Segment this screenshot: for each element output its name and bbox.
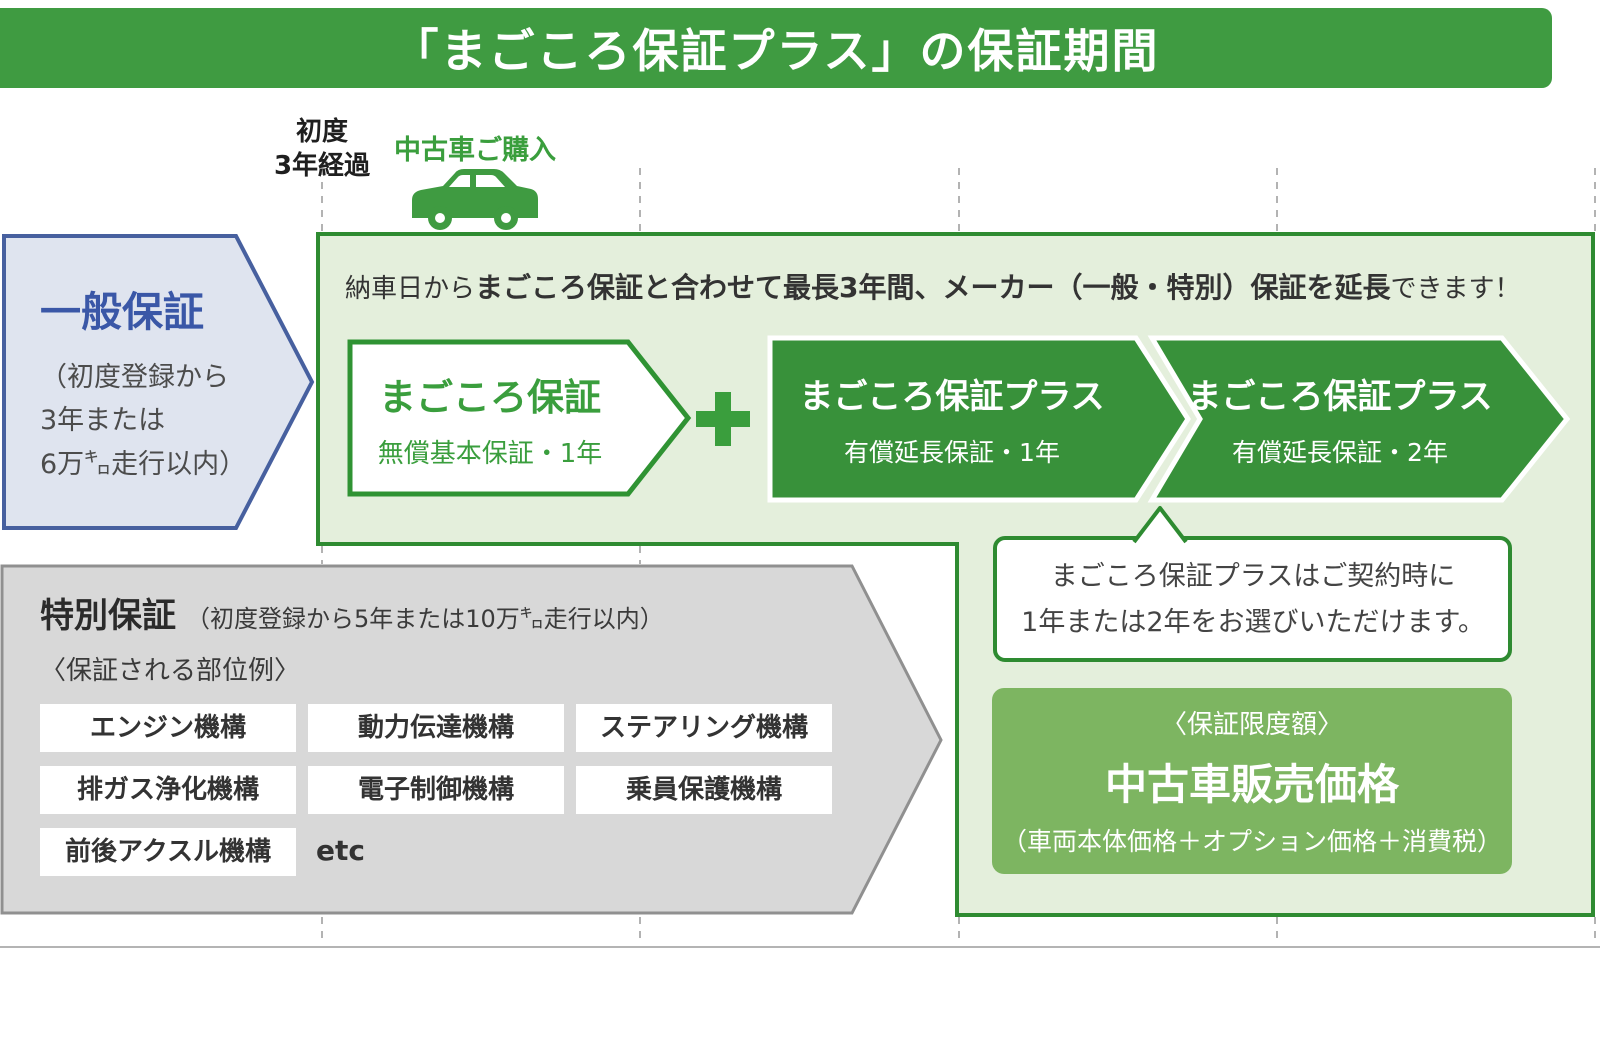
extension-banner-prefix: 納車日から — [345, 273, 476, 304]
plus-two-year-subtitle: 有償延長保証・2年 — [1232, 438, 1448, 467]
warranty-limit-label: 〈保証限度額〉 — [1160, 710, 1343, 740]
general-warranty-shape — [2, 234, 315, 530]
used-car-icon — [412, 169, 538, 230]
special-warranty-title: 特別保証 — [40, 596, 176, 636]
plus-one-year-arrow-shape — [767, 335, 1191, 503]
extension-banner-suffix: できます！ — [1390, 273, 1521, 304]
used-car-purchase-label: 中古車ご購入 — [394, 135, 556, 166]
warranty-limit-title: 中古車販売価格 — [1104, 760, 1399, 809]
callout-pointer-fill — [1134, 508, 1186, 542]
callout-note: まごころ保証プラスはご契約時に 1年または2年をお選びいただけます。 — [1021, 561, 1485, 638]
first-registration-marker: 初度 3年経過 — [273, 117, 371, 181]
part-box-steering: ステアリング機構 — [576, 704, 832, 752]
plus-two-year-block: まごころ保証プラス 有償延長保証・2年 — [1175, 338, 1505, 500]
plus-two-year-title: まごころ保証プラス — [1187, 377, 1493, 417]
plus-icon — [696, 392, 750, 446]
extension-banner-bold: まごころ保証と合わせて最長3年間、メーカー（一般・特別）保証を延長 — [475, 271, 1391, 304]
special-warranty-heading: 特別保証 （初度登録から5年または10万㌔走行以内） — [40, 588, 664, 637]
parts-etc-label: etc — [316, 834, 365, 867]
magokoro-warranty-subtitle: 無償基本保証・1年 — [377, 438, 603, 469]
limit-box-shape — [992, 688, 1512, 874]
magokoro-warranty-arrow-shape — [347, 339, 692, 497]
magokoro-warranty-title: まごころ保証 — [379, 375, 601, 419]
covered-parts-label: 〈保証される部位例〉 — [40, 656, 301, 686]
extension-banner: 納車日から まごころ保証と合わせて最長3年間、メーカー（一般・特別）保証を延長 … — [345, 266, 1580, 306]
warranty-limit-note: （車両本体価格＋オプション価格＋消費税） — [1001, 827, 1502, 856]
part-box-powertrain: 動力伝達機構 — [308, 704, 564, 752]
part-box-occupant: 乗員保護機構 — [576, 766, 832, 814]
part-box-electronic: 電子制御機構 — [308, 766, 564, 814]
callout-pointer — [1132, 506, 1188, 544]
special-warranty-condition: （初度登録から5年または10万㌔走行以内） — [186, 605, 664, 633]
plus-one-year-block: まごころ保証プラス 有償延長保証・1年 — [772, 338, 1132, 500]
page-title: 「まごころ保証プラス」の保証期間 — [0, 8, 1552, 88]
general-warranty-block: 一般保証 （初度登録から 3年または 6万㌔走行以内） — [4, 236, 254, 528]
plus-one-year-title: まごころ保証プラス — [799, 377, 1105, 417]
magokoro-warranty-block: まごころ保証 無償基本保証・1年 — [350, 342, 630, 494]
warranty-limit-block: 〈保証限度額〉 中古車販売価格 （車両本体価格＋オプション価格＋消費税） — [992, 688, 1512, 874]
callout-box-shape — [993, 536, 1512, 662]
part-box-engine: エンジン機構 — [40, 704, 296, 752]
part-box-exhaust: 排ガス浄化機構 — [40, 766, 296, 814]
general-warranty-title: 一般保証 — [40, 288, 204, 337]
general-warranty-desc: （初度登録から 3年または 6万㌔走行以内） — [40, 362, 247, 480]
plus-one-year-subtitle: 有償延長保証・1年 — [844, 438, 1060, 467]
part-box-axle: 前後アクスル機構 — [40, 828, 296, 876]
timeline-dashed-lines — [321, 168, 1596, 945]
plus-two-year-arrow-shape — [1147, 335, 1571, 503]
